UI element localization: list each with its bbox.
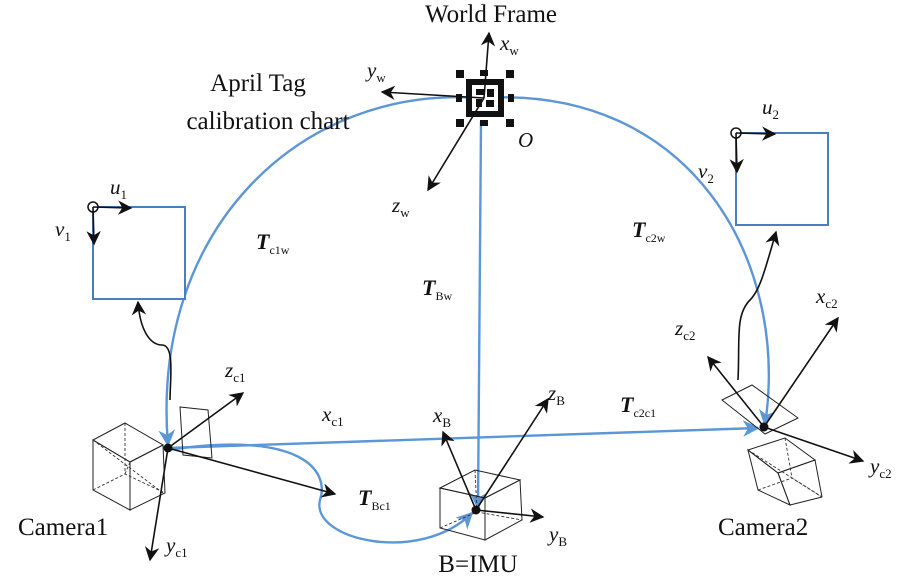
arc-c2w [481,96,776,427]
image-plane-1 [86,200,186,401]
camera2-z-label: zc2 [674,316,695,343]
camera-2 [707,316,865,506]
origin-label: O [518,128,533,152]
image2-u-label: u2 [762,95,779,122]
world-frame-axes [380,31,496,192]
camera-1 [91,392,337,562]
image-plane-2 [729,126,829,381]
transform-bc1-label: TBc1 [358,485,391,513]
transform-c2c1-label: Tc2c1 [620,392,656,420]
world-frame-title: World Frame [425,1,557,28]
world-y-label: yw [365,58,386,85]
imu-y-label: yB [547,522,567,549]
imu-x-label: xB [432,403,451,430]
camera1-x-label: xc1 [321,402,344,429]
imu-label: B=IMU [438,551,517,578]
image1-v-label: v1 [55,217,71,244]
arc-bw [469,121,487,510]
camera2-x-label: xc2 [815,284,838,311]
camera2-label: Camera2 [718,514,808,541]
camera1-z-label: zc1 [224,358,245,385]
camera1-y-label: yc1 [164,533,188,560]
chart-name-line2: calibration chart [186,108,349,135]
arc-c1w [158,95,481,447]
world-x-label: xw [499,31,519,58]
imu-z-label: zB [547,381,565,408]
transform-c1w-label: Tc1w [256,229,290,257]
imu-body [438,397,549,541]
transform-c2w-label: Tc2w [632,217,666,245]
transform-bw-label: TBw [422,275,452,303]
camera1-label: Camera1 [18,514,108,541]
chart-name-line1: April Tag [210,70,306,97]
camera2-y-label: yc2 [868,454,892,481]
world-z-label: zw [391,193,410,220]
image2-v-label: v2 [698,159,714,186]
arc-c2c1 [167,420,760,450]
image1-u-label: u1 [110,175,127,202]
arc-bc1 [167,443,474,544]
